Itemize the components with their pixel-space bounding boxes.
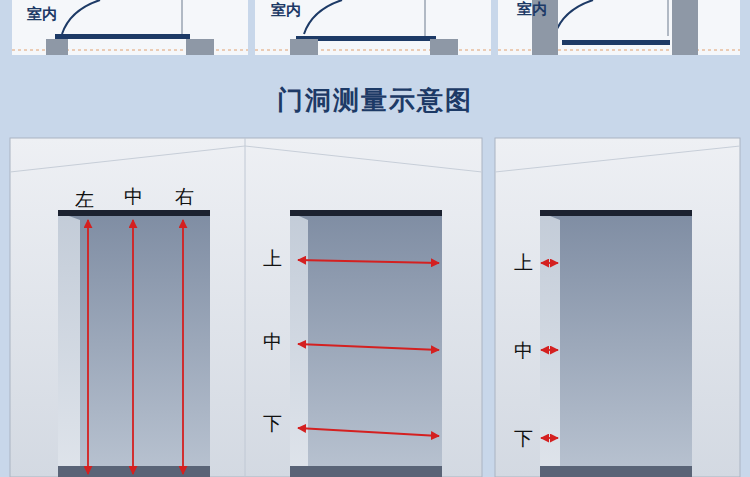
position-label: 右 [175, 186, 194, 207]
measure-panels [10, 138, 740, 477]
room-label: 室内 [27, 6, 57, 23]
plan-panels [12, 0, 740, 55]
measure-arrows [88, 220, 558, 474]
position-label: 中 [124, 186, 143, 207]
position-label: 上 [514, 252, 533, 273]
position-label: 中 [514, 340, 533, 361]
room-label: 室内 [517, 1, 547, 18]
position-label: 下 [263, 413, 282, 434]
position-label: 上 [263, 248, 282, 269]
room-label: 室内 [271, 2, 301, 19]
position-label: 左 [75, 189, 94, 210]
diagram-title: 门洞测量示意图 [277, 86, 473, 115]
position-label: 下 [514, 428, 533, 449]
position-label: 中 [263, 331, 282, 352]
